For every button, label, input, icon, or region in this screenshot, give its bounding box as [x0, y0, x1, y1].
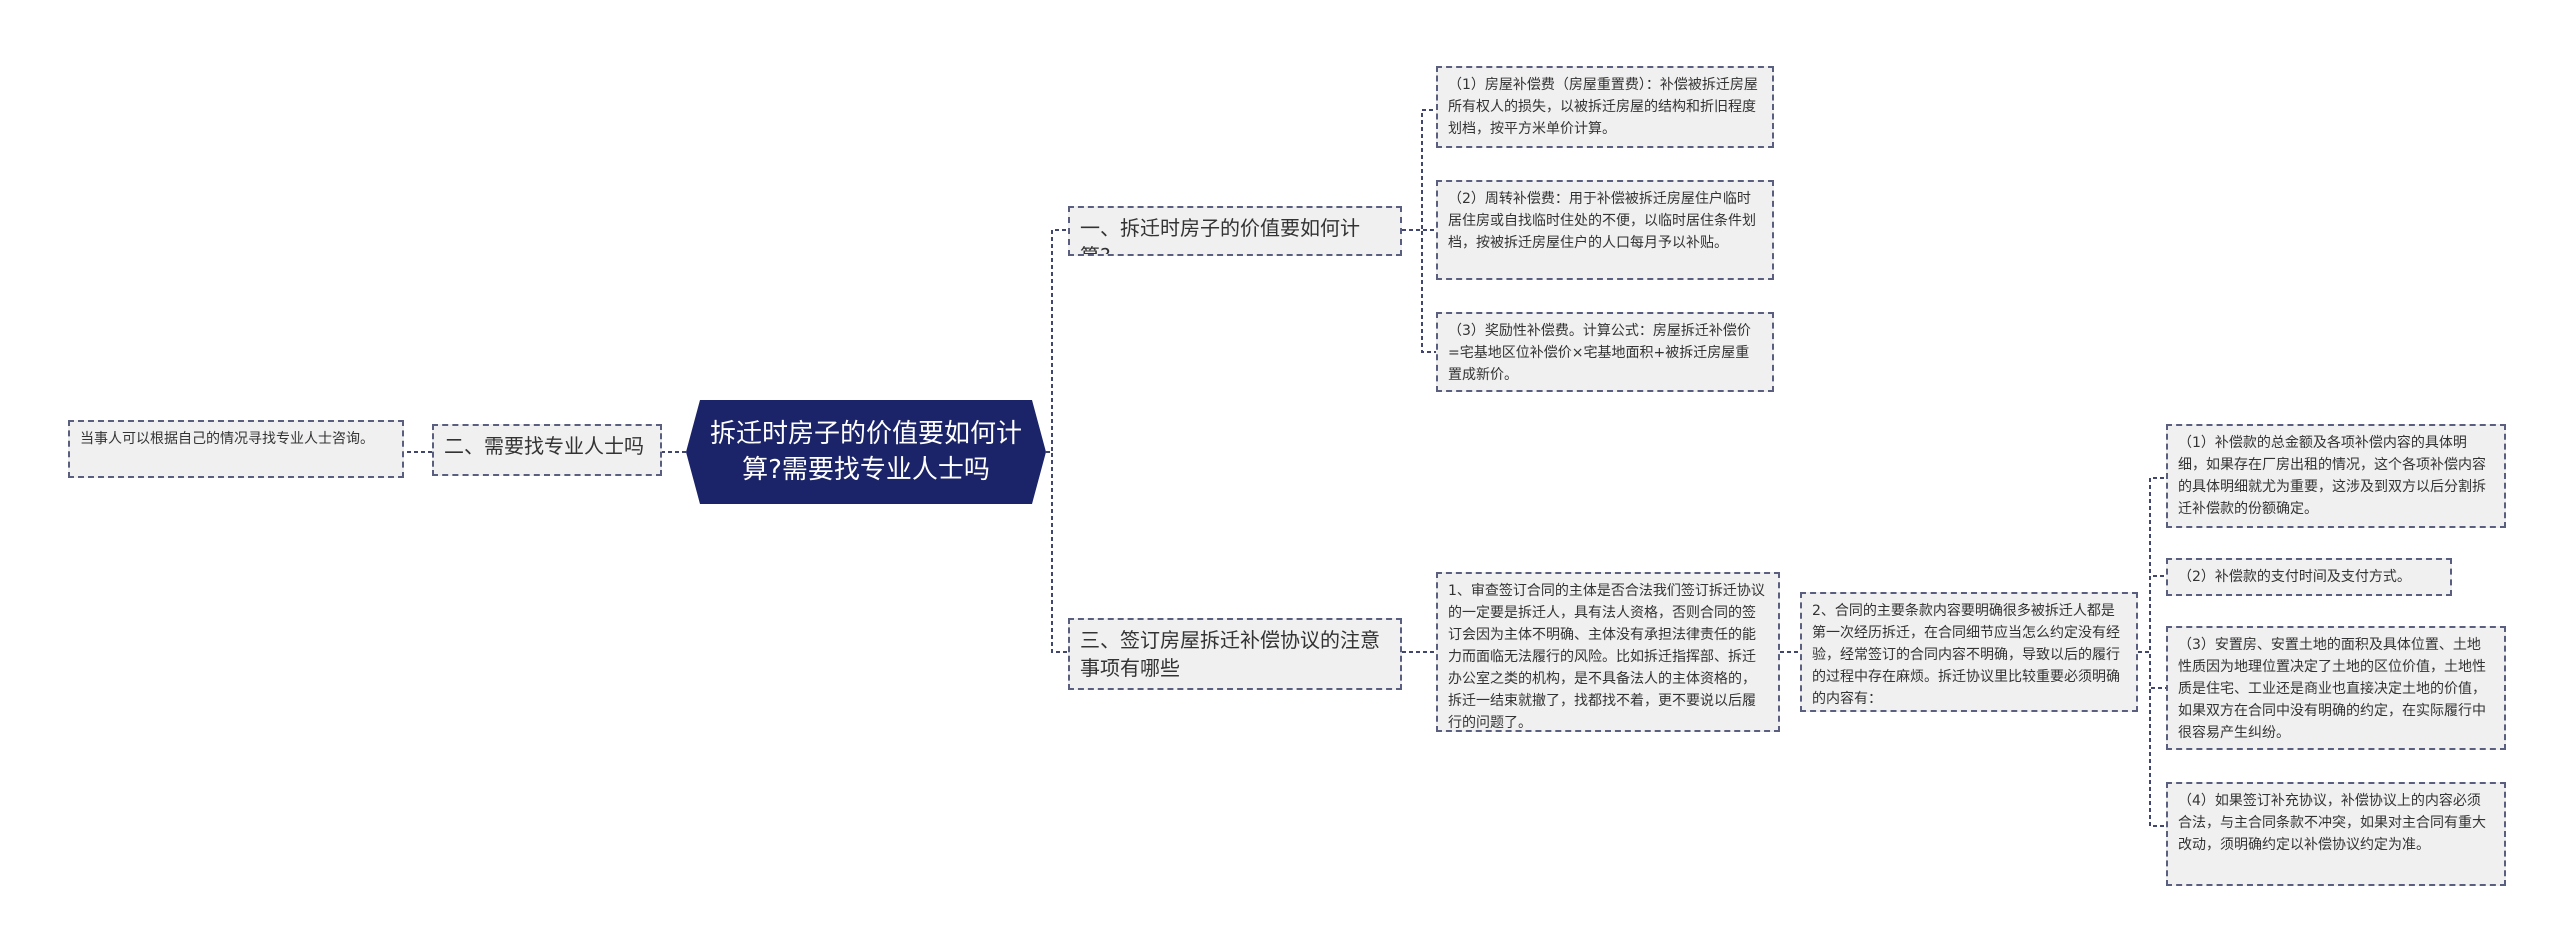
root-topic[interactable]: 拆迁时房子的价值要如何计算?需要找专业人士吗 [686, 400, 1046, 504]
agreement-subitem-1-text: （1）补偿款的总金额及各项补偿内容的具体明细，如果存在厂房出租的情况，这个各项补… [2178, 435, 2486, 517]
root-topic-label: 拆迁时房子的价值要如何计算?需要找专业人士吗 [709, 419, 1022, 485]
house-value-item-1-text: （1）房屋补偿费（房屋重置费）：补偿被拆迁房屋所有权人的损失，以被拆迁房屋的结构… [1448, 77, 1758, 137]
agreement-subitem-1[interactable]: （1）补偿款的总金额及各项补偿内容的具体明细，如果存在厂房出租的情况，这个各项补… [2166, 424, 2506, 528]
link-root-branch3 [1046, 451, 1068, 653]
branch-need-professional-detail[interactable]: 当事人可以根据自己的情况寻找专业人士咨询。 [68, 420, 404, 478]
link-branch1-item1 [1402, 109, 1436, 231]
link-branch1-item3 [1402, 229, 1436, 353]
house-value-item-3-text: （3）奖励性补偿费。计算公式：房屋拆迁补偿价=宅基地区位补偿价×宅基地面积+被拆… [1448, 323, 1751, 383]
agreement-subitem-2-text: （2）补偿款的支付时间及支付方式。 [2178, 569, 2411, 585]
link-point2-sub3 [2138, 651, 2166, 689]
link-root-branch1 [1046, 229, 1068, 453]
house-value-item-2-text: （2）周转补偿费：用于补偿被拆迁房屋住户临时居住房或自找临时住处的不便，以临时居… [1448, 191, 1756, 251]
branch-house-value[interactable]: 一、拆迁时房子的价值要如何计算? [1068, 206, 1402, 256]
agreement-point-1[interactable]: 1、审查签订合同的主体是否合法我们签订拆迁协议的一定要是拆迁人，具有法人资格，否… [1436, 572, 1780, 732]
branch-need-professional-detail-text: 当事人可以根据自己的情况寻找专业人士咨询。 [80, 431, 374, 447]
branch-need-professional[interactable]: 二、需要找专业人士吗 [432, 424, 662, 476]
house-value-item-2[interactable]: （2）周转补偿费：用于补偿被拆迁房屋住户临时居住房或自找临时住处的不便，以临时居… [1436, 180, 1774, 280]
branch-agreement-notes[interactable]: 三、签订房屋拆迁补偿协议的注意事项有哪些 [1068, 618, 1402, 690]
agreement-point-2-text: 2、合同的主要条款内容要明确很多被拆迁人都是第一次经历拆迁，在合同细节应当怎么约… [1812, 603, 2120, 707]
agreement-subitem-3[interactable]: （3）安置房、安置土地的面积及具体位置、土地性质因为地理位置决定了土地的区位价值… [2166, 626, 2506, 750]
branch-agreement-notes-label: 三、签订房屋拆迁补偿协议的注意事项有哪些 [1080, 628, 1380, 680]
agreement-point-1-text: 1、审查签订合同的主体是否合法我们签订拆迁协议的一定要是拆迁人，具有法人资格，否… [1448, 583, 1765, 731]
agreement-subitem-2[interactable]: （2）补偿款的支付时间及支付方式。 [2166, 558, 2452, 596]
agreement-subitem-3-text: （3）安置房、安置土地的面积及具体位置、土地性质因为地理位置决定了土地的区位价值… [2178, 637, 2486, 741]
link-point2-sub1 [2138, 477, 2166, 653]
agreement-subitem-4[interactable]: （4）如果签订补充协议，补偿协议上的内容必须合法，与主合同条款不冲突，如果对主合… [2166, 782, 2506, 886]
agreement-point-2[interactable]: 2、合同的主要条款内容要明确很多被拆迁人都是第一次经历拆迁，在合同细节应当怎么约… [1800, 592, 2138, 712]
link-point2-sub2 [2138, 575, 2166, 653]
link-point2-sub4 [2138, 651, 2166, 827]
house-value-item-1[interactable]: （1）房屋补偿费（房屋重置费）：补偿被拆迁房屋所有权人的损失，以被拆迁房屋的结构… [1436, 66, 1774, 148]
branch-house-value-label: 一、拆迁时房子的价值要如何计算? [1080, 216, 1360, 256]
branch-need-professional-label: 二、需要找专业人士吗 [444, 434, 644, 458]
house-value-item-3[interactable]: （3）奖励性补偿费。计算公式：房屋拆迁补偿价=宅基地区位补偿价×宅基地面积+被拆… [1436, 312, 1774, 392]
agreement-subitem-4-text: （4）如果签订补充协议，补偿协议上的内容必须合法，与主合同条款不冲突，如果对主合… [2178, 793, 2486, 853]
